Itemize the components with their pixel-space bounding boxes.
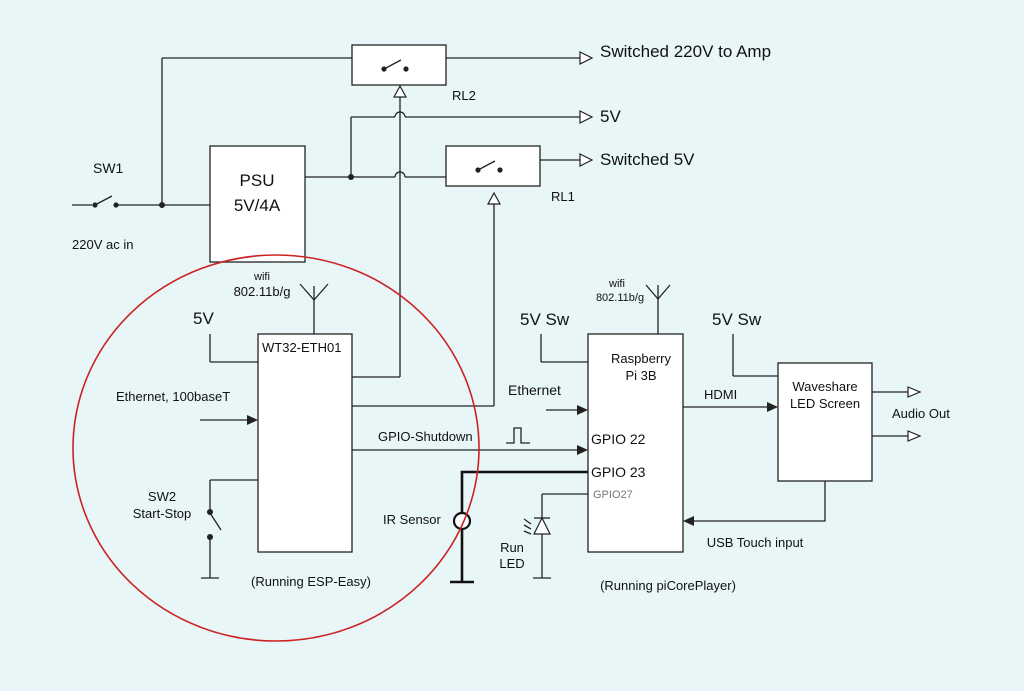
esp-running-label: (Running ESP-Easy) bbox=[251, 574, 371, 589]
ir-sensor-wire bbox=[460, 470, 588, 512]
rl2-coil-arrow-icon bbox=[392, 84, 408, 98]
esp-name: WT32-ETH01 bbox=[262, 340, 341, 355]
esp-5v-label: 5V bbox=[193, 309, 214, 328]
out-5v-label: 5V bbox=[600, 107, 621, 126]
out-sw5v-label: Switched 5V bbox=[600, 150, 695, 169]
sw1-label: SW1 bbox=[93, 160, 124, 176]
pi-box bbox=[587, 333, 684, 553]
hdmi-label: HDMI bbox=[704, 387, 737, 402]
hdmi-arrow-icon bbox=[767, 402, 778, 412]
run-led-label-2: LED bbox=[499, 556, 524, 571]
pi-wifi-label: wifi bbox=[608, 278, 625, 290]
gpio-shutdown-label: GPIO-Shutdown bbox=[378, 429, 473, 444]
pulse-icon bbox=[506, 427, 530, 444]
audio-out-label: Audio Out bbox=[892, 406, 950, 421]
rl1-coil-arrow-icon bbox=[486, 191, 502, 205]
pi-eth-arrow-icon bbox=[577, 405, 588, 415]
out-sw5v-arrow-icon bbox=[579, 153, 594, 167]
sw2-switch bbox=[201, 479, 258, 579]
sw2-label: SW2 bbox=[148, 489, 176, 504]
esp-wifi-label: wifi bbox=[253, 271, 270, 283]
pi-antenna-icon bbox=[645, 284, 671, 334]
ac-in-label: 220V ac in bbox=[72, 237, 133, 252]
run-led-label-1: Run bbox=[500, 540, 524, 555]
gpio27-label: GPIO27 bbox=[593, 489, 633, 501]
pi-5vsw-label: 5V Sw bbox=[520, 310, 570, 329]
esp-eth-label: Ethernet, 100baseT bbox=[116, 389, 230, 404]
pi-running-label: (Running piCorePlayer) bbox=[600, 578, 736, 593]
out-220-arrow-icon bbox=[579, 51, 594, 65]
psu-box bbox=[209, 145, 306, 263]
gpio22-label: GPIO 22 bbox=[591, 431, 646, 447]
esp-wifi-standard: 802.11b/g bbox=[234, 284, 291, 299]
rl2-box bbox=[351, 44, 447, 86]
gpio23-label: GPIO 23 bbox=[591, 464, 646, 480]
rl2-label: RL2 bbox=[452, 88, 476, 103]
rl2-contact bbox=[381, 59, 409, 72]
run-led-icon bbox=[523, 493, 588, 579]
pi-eth-label: Ethernet bbox=[508, 382, 561, 398]
esp-highlight-circle bbox=[72, 254, 480, 642]
gpio22-arrow-icon bbox=[577, 445, 588, 455]
mains-input bbox=[72, 57, 352, 208]
psu-label: PSU bbox=[240, 171, 275, 190]
pi-name-1: Raspberry bbox=[611, 351, 671, 366]
audio-arrow-1-icon bbox=[907, 386, 922, 398]
waveshare-5vsw-label: 5V Sw bbox=[712, 310, 762, 329]
psu-5v-bus bbox=[305, 110, 594, 180]
usb-touch-arrow-icon bbox=[683, 516, 694, 526]
pi-wifi-standard: 802.11b/g bbox=[596, 292, 644, 304]
usb-touch-wire bbox=[694, 481, 826, 522]
psu-rating: 5V/4A bbox=[234, 196, 281, 215]
rl1-contact bbox=[475, 160, 503, 173]
waveshare-name-2: LED Screen bbox=[790, 396, 860, 411]
esp-eth-arrow-icon bbox=[247, 415, 258, 425]
usb-touch-label: USB Touch input bbox=[707, 535, 804, 550]
esp-box bbox=[257, 333, 353, 553]
sw2-function: Start-Stop bbox=[133, 506, 192, 521]
out-220-label: Switched 220V to Amp bbox=[600, 42, 771, 61]
waveshare-name-1: Waveshare bbox=[792, 379, 857, 394]
rl1-box bbox=[445, 145, 541, 187]
esp-antenna-icon bbox=[299, 283, 329, 334]
ir-sensor-label: IR Sensor bbox=[383, 512, 441, 527]
pi-name-2: Pi 3B bbox=[625, 368, 656, 383]
rl1-label: RL1 bbox=[551, 189, 575, 204]
audio-arrow-2-icon bbox=[907, 430, 922, 442]
waveshare-box bbox=[777, 362, 873, 482]
